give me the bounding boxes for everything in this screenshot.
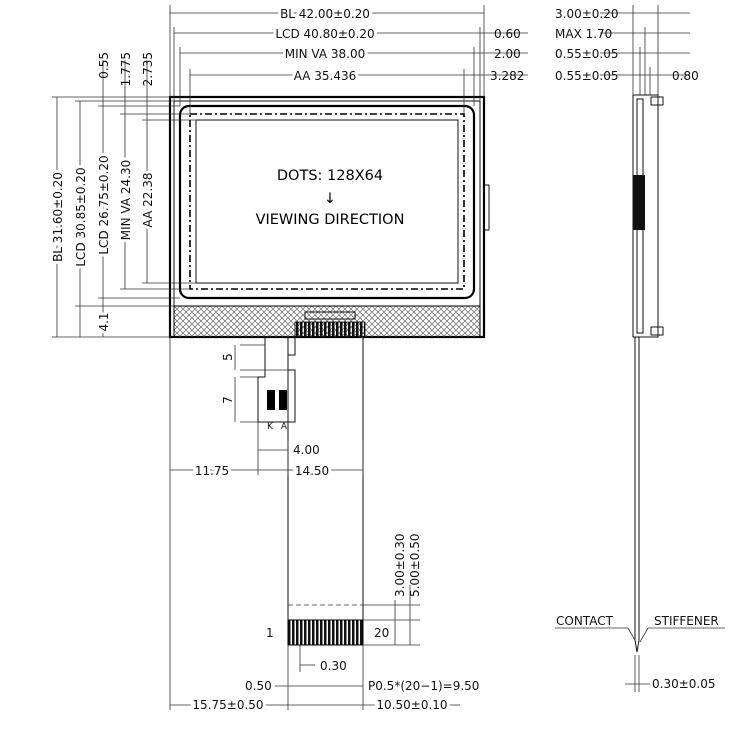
front-view [168, 95, 490, 339]
dim-right-060: 0.60 [494, 27, 521, 41]
left-dimensions [52, 60, 196, 338]
stiffener-label: STIFFENER [654, 614, 719, 628]
side-bottom-tab [650, 326, 664, 336]
dim-right-3282: 3.282 [490, 69, 524, 83]
side-view [555, 5, 725, 692]
dim-fpc-050: 0.50 [245, 679, 272, 693]
dim-left-2735: 2.735 [141, 52, 155, 86]
main-fpc [287, 337, 364, 646]
ledge-pins [294, 321, 366, 338]
led-tail [257, 337, 296, 423]
dim-fpc-1175: 11.75 [195, 464, 229, 478]
side-tab-block [633, 175, 645, 230]
fpc-contact-pins [287, 619, 364, 646]
dim-right-200: 2.00 [494, 47, 521, 61]
dim-fpc-1575: 15.75±0.50 [192, 698, 263, 712]
dim-fpc-030: 0.30 [320, 659, 347, 673]
side-dim-055a: 0.55±0.05 [555, 47, 619, 61]
dim-bl-height: BL 31.60±0.20 [51, 172, 65, 262]
dim-lcd-height-1: LCD 30.85±0.20 [74, 167, 88, 266]
dim-left-41: 4.1 [97, 312, 111, 331]
dim-minva-width: MIN VA 38.00 [285, 47, 366, 61]
fpc-dimensions [169, 337, 460, 710]
dim-left-055: 0.55 [97, 52, 111, 79]
side-dim-max170: MAX 1.70 [555, 27, 612, 41]
viewing-direction-arrow: ↓ [324, 191, 336, 207]
side-dim-030: 0.30±0.05 [652, 677, 716, 691]
active-area [195, 119, 459, 284]
led-pad-a [279, 390, 287, 410]
side-dim-055b: 0.55±0.05 [555, 69, 619, 83]
pin-1-label: 1 [266, 626, 274, 640]
min-viewing-area [189, 113, 465, 290]
dim-fpc-500: 5.00±0.50 [408, 534, 422, 598]
dim-fpc-5: 5 [221, 353, 235, 361]
fpc-tail [257, 337, 364, 646]
top-dimensions [169, 5, 528, 114]
viewing-area-frame [178, 104, 476, 300]
dim-aa-width: AA 35.436 [294, 69, 357, 83]
side-dim-080: 0.80 [672, 69, 699, 83]
dim-fpc-1050: 10.50±0.10 [376, 698, 447, 712]
side-top-tab [650, 96, 664, 106]
pin-20-label: 20 [374, 626, 389, 640]
dim-fpc-400: 4.00 [293, 443, 320, 457]
ledge-connector [304, 311, 356, 320]
dim-aa-height: AA 22.38 [141, 173, 155, 228]
dim-lcd-width: LCD 40.80±0.20 [275, 27, 374, 41]
dim-lcd-height-2: LCD 26.75±0.20 [97, 155, 111, 254]
dim-fpc-1450: 14.50 [295, 464, 329, 478]
dim-fpc-pitch: P0.5*(20−1)=9.50 [368, 679, 479, 693]
led-k-label: K [267, 422, 274, 432]
viewing-direction-label: VIEWING DIRECTION [256, 212, 405, 228]
side-tab [484, 184, 490, 231]
dim-fpc-300: 3.00±0.30 [393, 534, 407, 598]
dim-bl-width: BL 42.00±0.20 [280, 7, 370, 21]
contact-label: CONTACT [556, 614, 614, 628]
dots-label: DOTS: 128X64 [277, 168, 383, 184]
dim-fpc-7: 7 [221, 396, 235, 404]
dim-left-1775: 1.775 [119, 52, 133, 86]
led-a-label: A [281, 422, 288, 432]
side-dim-300: 3.00±0.20 [555, 7, 619, 21]
led-pad-k [267, 390, 275, 410]
dim-minva-height: MIN VA 24.30 [119, 160, 133, 241]
